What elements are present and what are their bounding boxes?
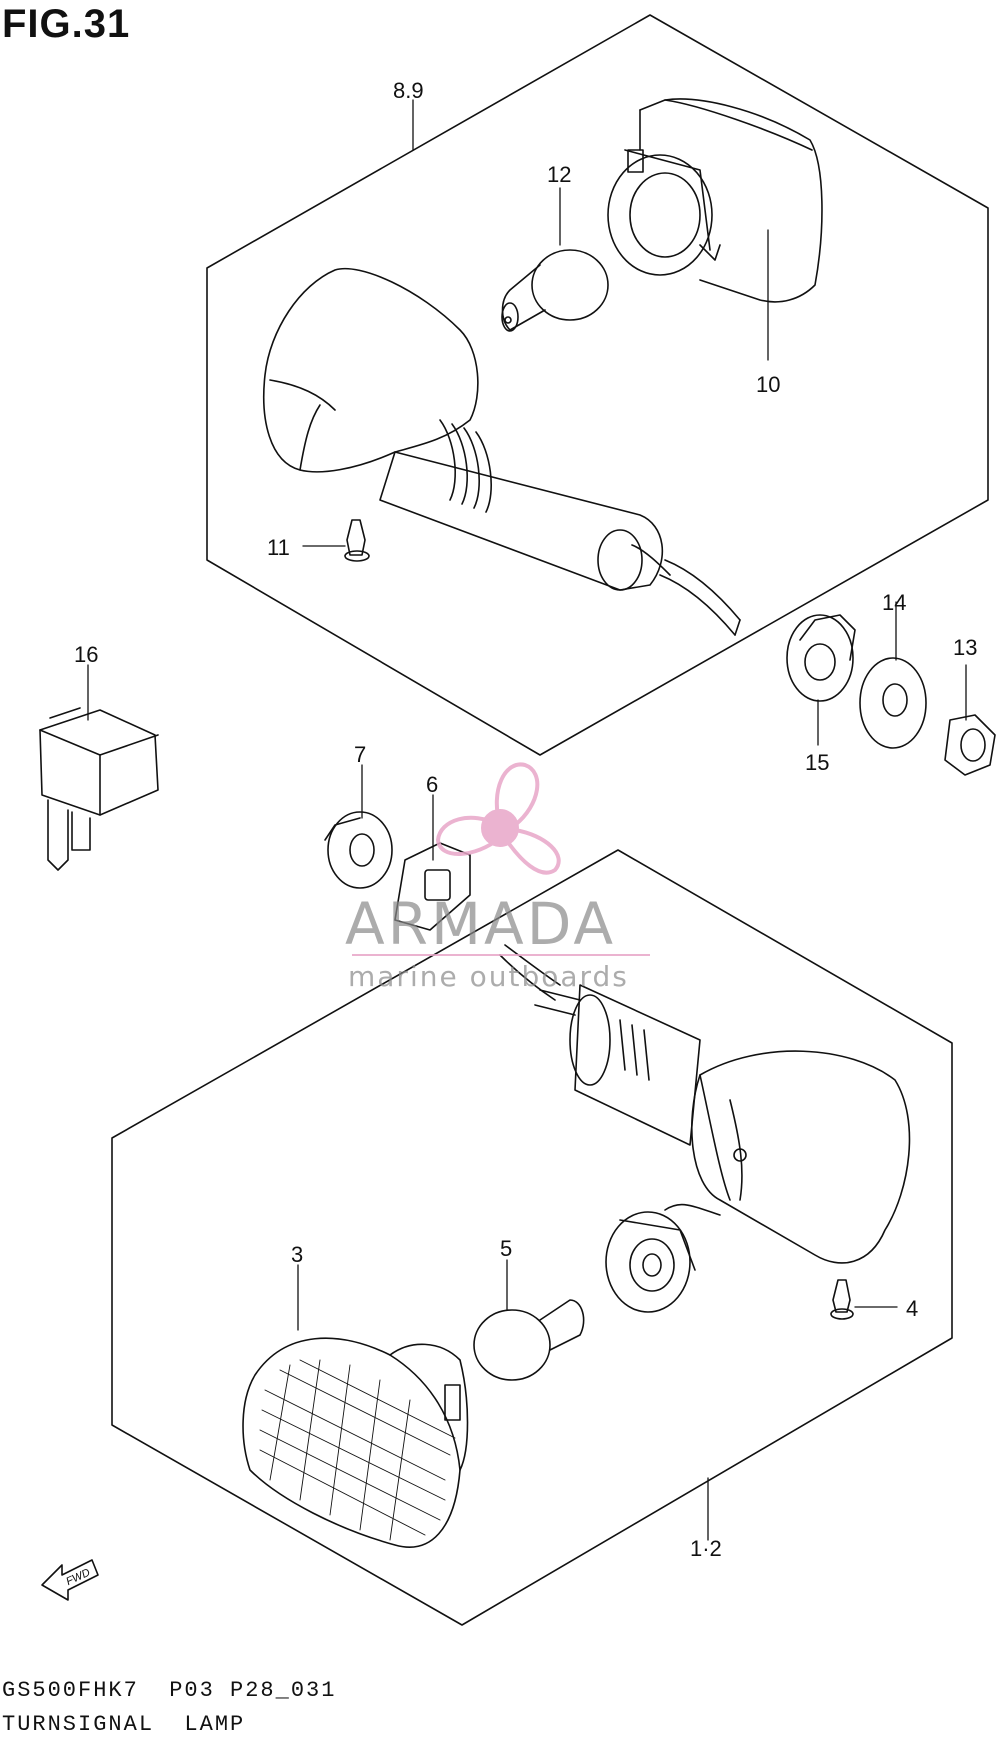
watermark-logo-icon — [352, 762, 650, 956]
callout-5: 5 — [500, 1236, 512, 1261]
figure-name: TURNSIGNAL LAMP — [2, 1712, 246, 1737]
lens-3 — [242, 1337, 469, 1548]
callout-15: 15 — [805, 750, 829, 775]
screw-11 — [344, 519, 370, 562]
callout-1-2: 1·2 — [690, 1536, 722, 1561]
nut-plate-15 — [786, 614, 856, 702]
callout-6: 6 — [426, 772, 438, 797]
upper-assembly-frame — [206, 14, 989, 756]
figure-title: FIG.31 — [2, 2, 131, 46]
callout-10: 10 — [756, 372, 780, 397]
callout-13: 13 — [953, 635, 977, 660]
bulb-5 — [473, 1299, 585, 1381]
callout-12: 12 — [547, 162, 571, 187]
washer-14 — [859, 657, 927, 749]
relay-16 — [39, 707, 159, 871]
screw-4 — [830, 1279, 854, 1320]
watermark-tagline: marine outboards — [348, 960, 629, 993]
lower-assembly-frame — [111, 849, 953, 1626]
callout-labels: 8.9 12 10 11 16 14 13 15 7 6 3 5 4 1·2 — [74, 78, 977, 1561]
lower-turnsignal-housing — [499, 944, 911, 1264]
callout-11: 11 — [267, 535, 290, 560]
upper-turnsignal-housing — [262, 267, 741, 636]
watermark-brand: ARMADA — [345, 890, 617, 958]
socket-10 — [607, 98, 823, 303]
fwd-arrow-icon — [41, 1559, 99, 1601]
callout-14: 14 — [882, 590, 906, 615]
callout-7: 7 — [354, 742, 366, 767]
callout-3: 3 — [291, 1242, 303, 1267]
callout-8-9: 8.9 — [393, 78, 424, 103]
leader-lines — [87, 99, 967, 1541]
nut-13 — [944, 714, 996, 776]
model-code: GS500FHK7 P03 P28_031 — [2, 1678, 337, 1703]
callout-16: 16 — [74, 642, 98, 667]
bulb-12 — [501, 249, 609, 332]
callout-4: 4 — [906, 1296, 918, 1321]
grommet-7 — [324, 811, 393, 889]
lower-socket — [605, 1211, 696, 1313]
